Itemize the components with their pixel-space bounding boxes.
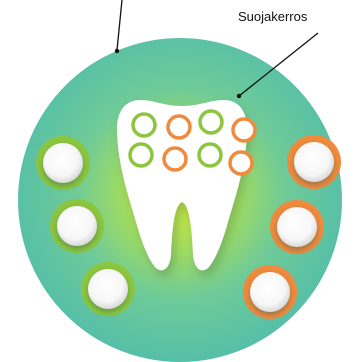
particle-orange-ball bbox=[250, 272, 290, 312]
tooth-particle-orange bbox=[230, 152, 252, 174]
particle-green-ball bbox=[57, 206, 97, 246]
tooth-particle-green bbox=[200, 111, 222, 133]
particle-orange-ball bbox=[294, 142, 334, 182]
top-leader-line bbox=[117, 0, 122, 50]
particle-orange-ball bbox=[277, 207, 317, 247]
tooth-particle-orange bbox=[233, 119, 255, 141]
tooth-particle-green bbox=[199, 144, 221, 166]
particle-green-ball bbox=[43, 143, 83, 183]
particle-green-ball bbox=[88, 269, 128, 309]
top-leader-dot bbox=[115, 49, 119, 53]
tooth-particle-green bbox=[133, 114, 155, 136]
tooth-particle-orange bbox=[164, 148, 186, 170]
tooth-particle-orange bbox=[168, 116, 190, 138]
label-leader-dot bbox=[237, 94, 241, 98]
tooth-particle-green bbox=[130, 144, 152, 166]
protective-layer-label: Suojakerros bbox=[238, 9, 307, 24]
